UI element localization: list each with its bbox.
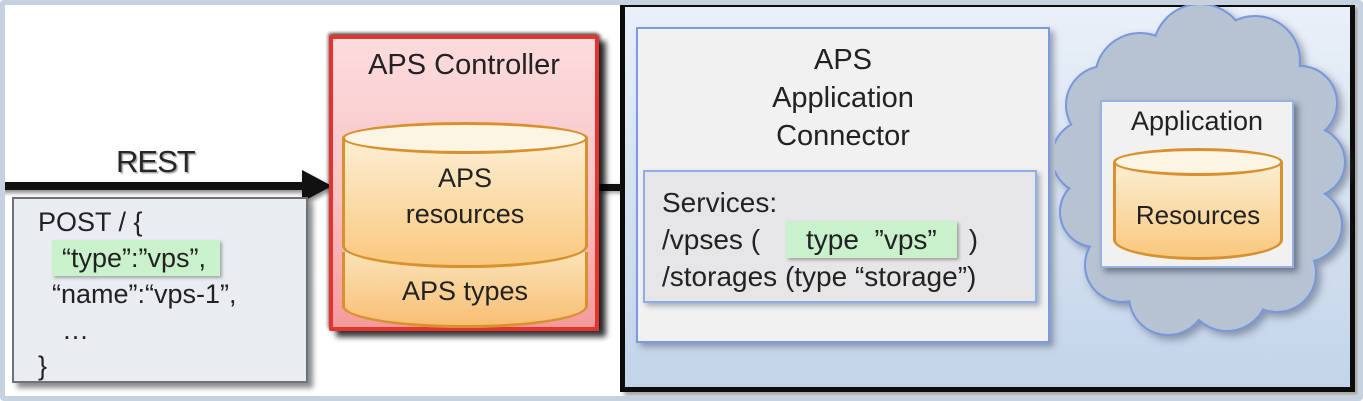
application-resources-db-body (1113, 162, 1283, 260)
controller-to-connector-arrow-line (598, 184, 624, 191)
vpses-type-highlight: type ”vps” (786, 221, 957, 258)
aps-controller-title: APS Controller (368, 49, 560, 81)
type-vps-highlight: “type”:”vps”, (52, 240, 221, 276)
aps-resources-db-cylinder: APS resources (342, 122, 588, 268)
post-request-line-4: … (62, 315, 89, 345)
services-box: Services: /vpses ( type ”vps”) /storages … (643, 170, 1037, 303)
application-resources-db-top-ellipse (1113, 148, 1283, 176)
aps-resources-db-top-ellipse (342, 122, 588, 154)
rest-arrow-head (302, 170, 332, 202)
services-heading: Services: (662, 187, 778, 218)
aps-controller-box: APS Controller APS types APS resources (329, 35, 599, 331)
post-request-line-1: POST / { (38, 207, 143, 237)
application-box: Application Resources (1100, 100, 1294, 268)
post-request-line-5: } (38, 351, 48, 381)
post-request-line-3: “name”:“vps-1”, (52, 279, 237, 309)
application-title: Application (1130, 106, 1264, 136)
aps-application-connector-title: APS Application Connector (772, 44, 914, 152)
aps-resources-db-body (342, 138, 588, 268)
services-vpses-line: /vpses ( type ”vps”) (662, 221, 1035, 258)
vpses-suffix: ) (968, 224, 979, 255)
services-storages-line: /storages (type “storage”) (662, 261, 977, 292)
post-request-line-2: “type”:”vps”, (38, 240, 306, 276)
post-request-box: POST / { “type”:”vps”, “name”:“vps-1”, …… (12, 197, 308, 383)
application-resources-db-cylinder: Resources (1113, 148, 1283, 260)
vpses-prefix: /vpses ( (662, 224, 761, 255)
rest-arrow-line (0, 182, 304, 190)
aps-resources-db-label: APS resources (405, 163, 525, 229)
aps-types-db-cylinder: APS types (342, 252, 588, 328)
application-resources-db-label: Resources (1135, 200, 1261, 230)
rest-arrow-label: REST (116, 144, 196, 179)
aps-types-db-label: APS types (401, 276, 529, 306)
